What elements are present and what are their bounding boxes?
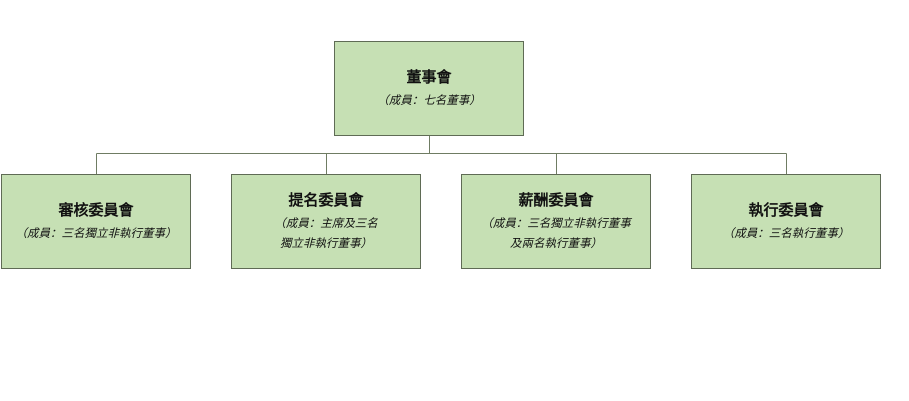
remuneration-committee-members-line-1: （成員：三名獨立非執行董事 [481,216,631,230]
audit-committee-title: 審核委員會 [58,201,134,219]
nomination-committee-members-line-1: （成員：主席及三名 [274,216,378,230]
remuneration-committee-title: 薪酬委員會 [518,191,594,209]
audit-committee-members: （成員：三名獨立非執行董事） [15,226,177,240]
board-of-directors-title: 董事會 [406,68,452,86]
executive-committee-members: （成員：三名執行董事） [722,226,850,240]
nomination-committee-box: 提名委員會 （成員：主席及三名 獨立非執行董事） [231,174,421,269]
executive-committee-title: 執行委員會 [748,201,824,219]
executive-committee-box: 執行委員會 （成員：三名執行董事） [691,174,881,269]
remuneration-committee-box: 薪酬委員會 （成員：三名獨立非執行董事 及兩名執行董事） [461,174,651,269]
nomination-committee-title: 提名委員會 [288,191,364,209]
board-of-directors-members: （成員：七名董事） [377,93,481,107]
remuneration-committee-members-line-2: 及兩名執行董事） [510,236,602,250]
nomination-committee-members-line-2: 獨立非執行董事） [280,236,372,250]
board-of-directors-box: 董事會 （成員：七名董事） [334,41,524,136]
audit-committee-box: 審核委員會 （成員：三名獨立非執行董事） [1,174,191,269]
